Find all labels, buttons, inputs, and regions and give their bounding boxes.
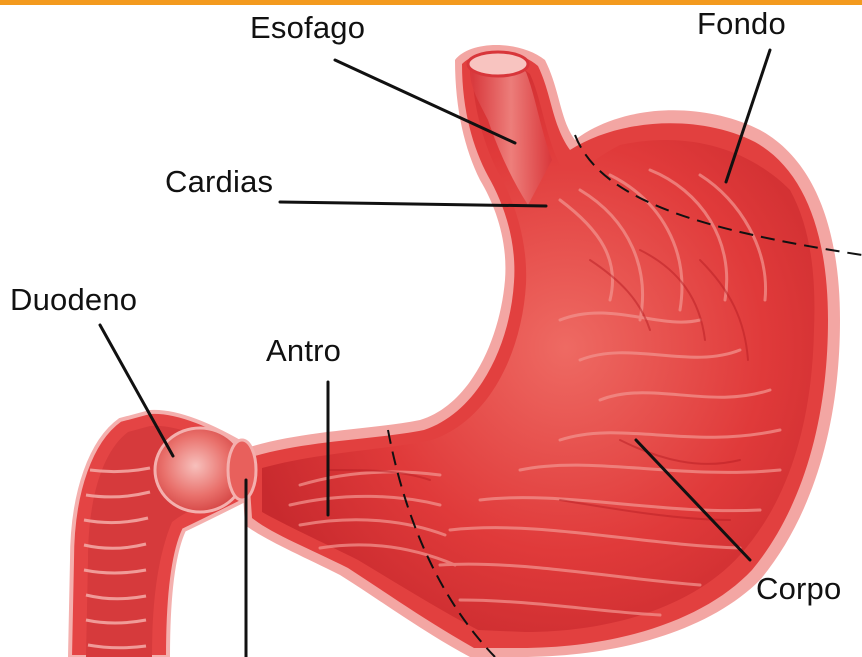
label-fondo: Fondo — [697, 8, 786, 39]
label-cardias: Cardias — [165, 166, 273, 197]
label-antro: Antro — [266, 335, 341, 366]
label-esofago: Esofago — [250, 12, 365, 43]
label-duodeno: Duodeno — [10, 284, 137, 315]
label-corpo: Corpo — [756, 573, 841, 604]
esophagus-opening — [468, 52, 528, 76]
pylorus-ring — [228, 440, 256, 500]
